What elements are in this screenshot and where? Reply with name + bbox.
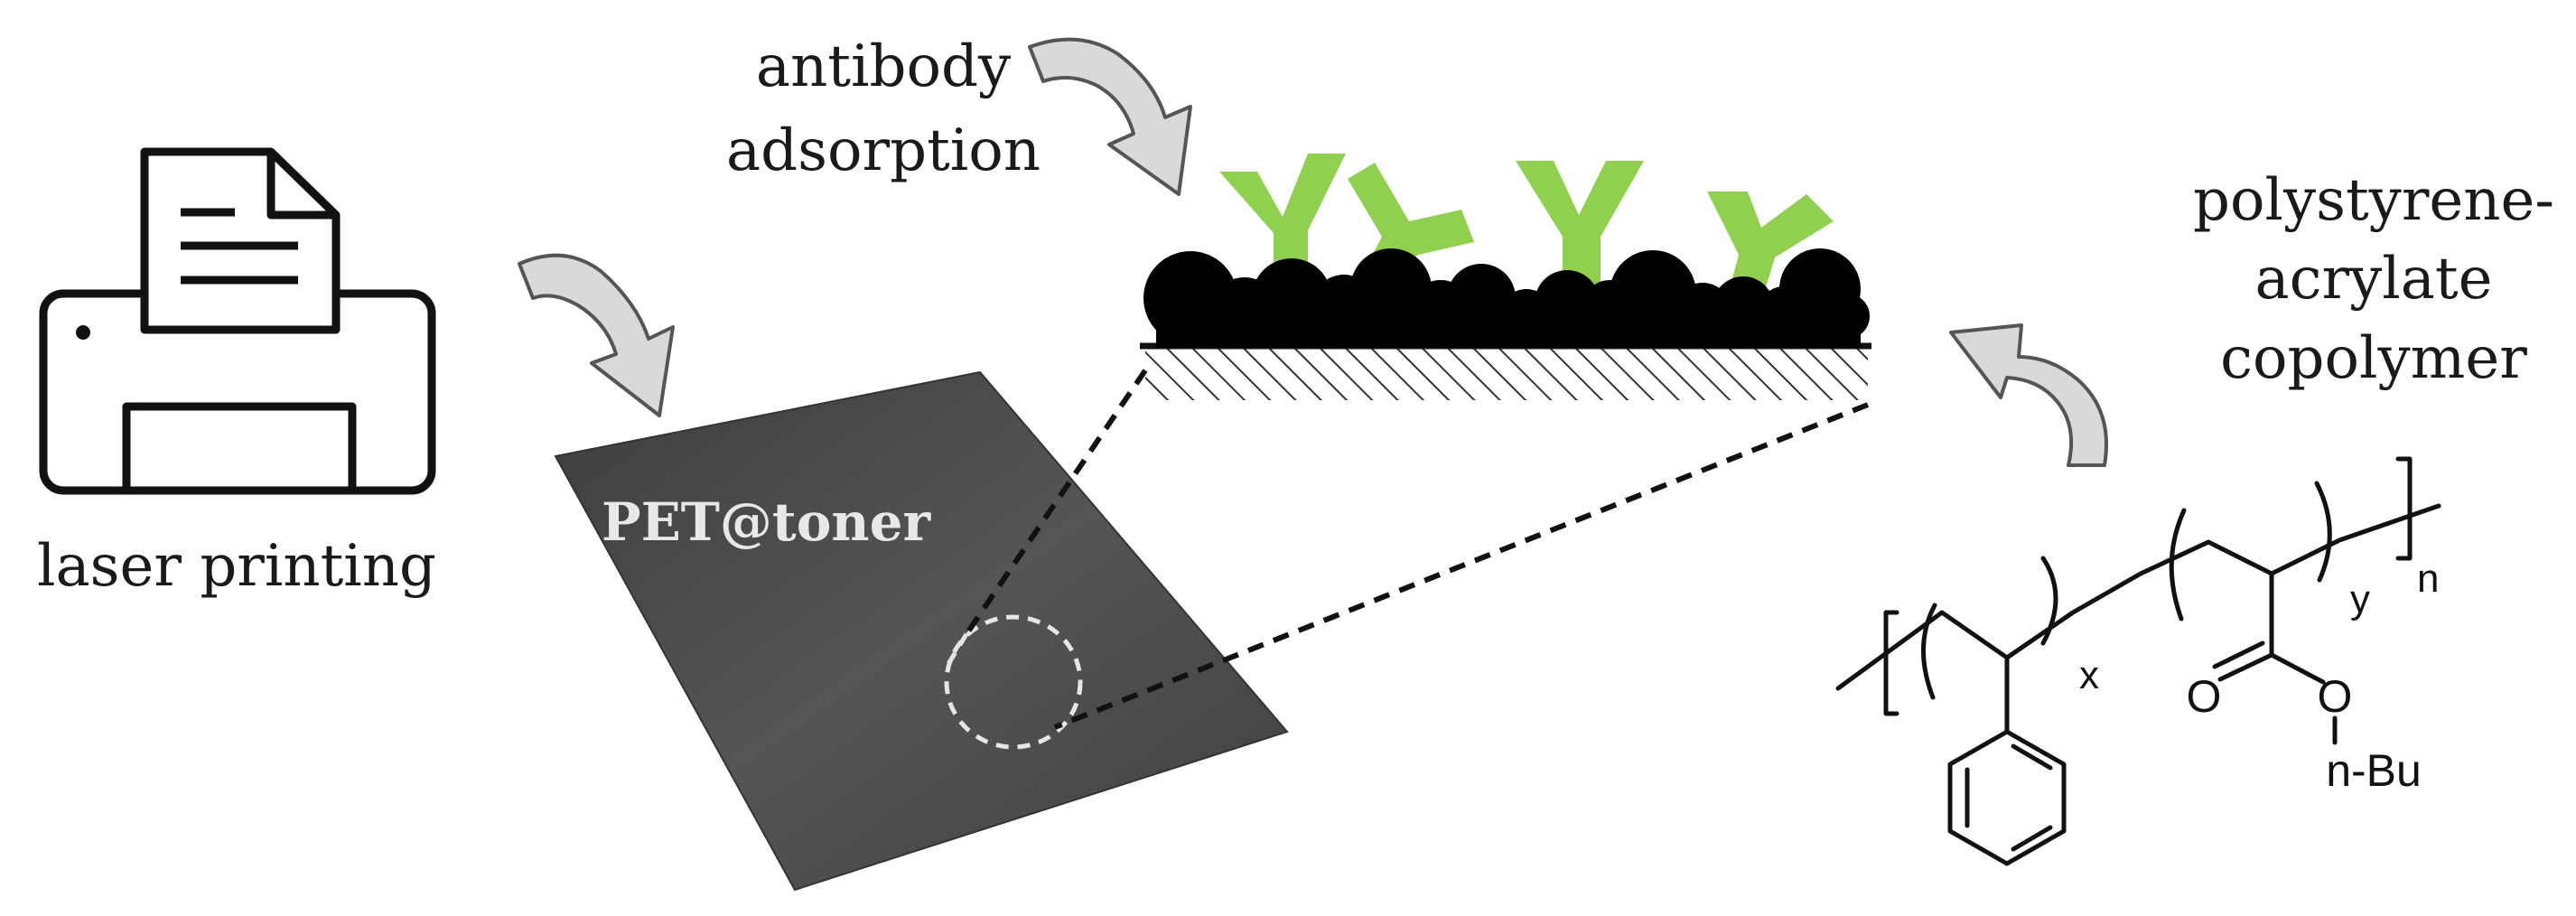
ester-oxygen: O <box>2318 671 2353 722</box>
pet-toner-label: PET@toner <box>602 491 932 553</box>
curved-arrow-icon <box>1028 37 1192 196</box>
curved-arrow-icon <box>518 253 675 417</box>
curved-arrow-icon <box>1949 323 2108 467</box>
polymer-label-line1: polystyrene- <box>2193 167 2554 234</box>
antibody-label-line1: antibody <box>756 33 1011 100</box>
zoom-lines-inner <box>946 632 969 666</box>
printer-icon <box>39 147 436 495</box>
antibody-label-line2: adsorption <box>726 117 1041 184</box>
n-butyl-substituent: n-Bu <box>2326 745 2422 796</box>
polymer-label-line2: acrylate <box>2255 246 2493 313</box>
laser-printing-label: laser printing <box>37 533 436 600</box>
pet-sheet: PET@toner <box>554 370 1289 892</box>
polymer-label-line3: copolymer <box>2220 325 2527 392</box>
carbonyl-oxygen: O <box>2187 671 2222 722</box>
zoom-lines <box>964 369 1870 730</box>
antibody-icon <box>1219 154 1834 303</box>
substrate <box>1140 342 1871 400</box>
chemical-structure <box>1835 456 2441 866</box>
subscript-y: y <box>2350 577 2370 622</box>
benzene-ring-icon <box>1947 729 2067 866</box>
magnify-circle-icon <box>944 614 1083 750</box>
toner-particles <box>1143 248 1870 348</box>
subscript-x: x <box>2079 653 2099 697</box>
subscript-n: n <box>2417 556 2439 601</box>
